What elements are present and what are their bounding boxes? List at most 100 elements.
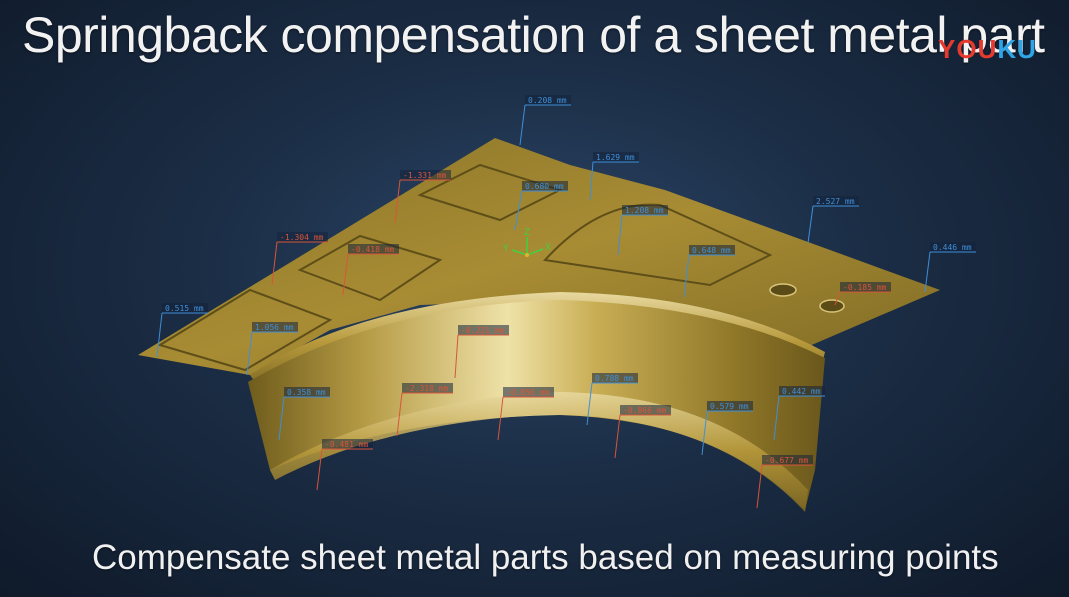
measurement-value-label: 1.056 mm xyxy=(255,323,294,332)
measurement-callout: 2.527 mm xyxy=(807,196,859,244)
callout-label-background xyxy=(813,196,859,206)
measurement-callout: -2.318 mm xyxy=(396,383,453,437)
callout-label-background xyxy=(593,152,639,162)
measurement-value-label: -0.677 mm xyxy=(765,456,809,465)
pocket-outline xyxy=(297,234,443,302)
measurement-value-label: -0.221 mm xyxy=(461,326,505,335)
callout-label-background xyxy=(689,245,735,255)
measurement-value-label: -0.866 mm xyxy=(623,406,667,415)
callout-label-background xyxy=(840,282,891,292)
callout-label-background xyxy=(779,386,825,396)
callout-label-background xyxy=(707,401,753,411)
measurement-callout: -1.331 mm xyxy=(394,170,451,223)
measurement-value-label: 0.446 mm xyxy=(933,243,972,252)
measurement-callout: 0.446 mm xyxy=(924,242,976,293)
callout-label-background xyxy=(322,439,373,449)
top-flange xyxy=(138,138,940,375)
measurement-callout: 0.358 mm xyxy=(278,387,330,441)
callout-label-background xyxy=(522,181,568,191)
measurement-callout: 0.442 mm xyxy=(773,386,825,441)
callout-label-background xyxy=(162,303,208,313)
callout-label-background xyxy=(503,387,554,397)
callout-leader-line xyxy=(454,334,459,379)
measurement-callout: 0.788 mm xyxy=(586,373,638,426)
measurement-callouts: 0.208 mm 1.629 mm -1.331 mm 0.680 mm 1.208 m… xyxy=(156,95,976,509)
watermark-part-a: YOU xyxy=(938,34,998,64)
axis-z-label: Z xyxy=(524,228,530,238)
measurement-callout: -0.481 mm xyxy=(316,439,373,491)
watermark-logo: YOUKU xyxy=(938,34,1037,65)
video-title: Springback compensation of a sheet metal… xyxy=(22,7,1045,63)
callout-leader-line xyxy=(156,312,163,358)
measurement-value-label: -1.331 mm xyxy=(403,171,447,180)
measurement-value-label: 0.579 mm xyxy=(710,402,749,411)
measurement-value-label: 0.680 mm xyxy=(525,182,564,191)
measurement-callout: 0.579 mm xyxy=(701,401,753,456)
measurement-callout: -0.856 mm xyxy=(497,387,554,441)
measurement-value-label: 1.629 mm xyxy=(596,153,635,162)
measurement-callout: -1.304 mm xyxy=(271,232,328,286)
measurement-value-label: -0.481 mm xyxy=(325,440,369,449)
measurement-callout: 1.056 mm xyxy=(246,322,298,376)
callout-leader-line xyxy=(586,382,593,426)
callout-label-background xyxy=(402,383,453,393)
callout-leader-line xyxy=(271,241,278,286)
video-subtitle: Compensate sheet metal parts based on me… xyxy=(92,538,999,577)
pocket-outline xyxy=(542,203,773,287)
mounting-hole xyxy=(769,283,797,297)
callout-label-background xyxy=(525,95,571,105)
callout-leader-line xyxy=(614,414,621,459)
callout-label-background xyxy=(930,242,976,252)
callout-leader-line xyxy=(316,448,323,491)
callout-label-background xyxy=(592,373,638,383)
callout-leader-line xyxy=(773,395,780,441)
callout-label-background xyxy=(252,322,298,332)
callout-leader-line xyxy=(246,331,253,376)
measurement-callout: 0.680 mm xyxy=(514,181,568,231)
measurement-value-label: -1.304 mm xyxy=(280,233,324,242)
callout-leader-line xyxy=(756,464,763,509)
callout-leader-line xyxy=(519,104,526,146)
callout-label-background xyxy=(622,205,668,215)
measurement-callout: -0.221 mm xyxy=(454,325,509,379)
callout-label-background xyxy=(458,325,509,335)
measurement-value-label: 0.648 mm xyxy=(692,246,731,255)
callout-leader-line xyxy=(589,161,594,201)
measurement-value-label: 2.527 mm xyxy=(816,197,855,206)
callout-label-background xyxy=(284,387,330,397)
callout-leader-line xyxy=(683,254,690,298)
measurement-value-label: 0.515 mm xyxy=(165,304,204,313)
callout-leader-line xyxy=(834,291,841,306)
watermark-part-b: KU xyxy=(997,34,1037,64)
measurement-callout: -0.185 mm xyxy=(834,282,891,306)
callout-leader-line xyxy=(701,410,708,456)
coordinate-axes: Z X Y xyxy=(502,228,551,257)
measurement-value-label: 0.358 mm xyxy=(287,388,326,397)
measurement-callout: -0.677 mm xyxy=(756,455,813,509)
measurement-callout: -0.418 mm xyxy=(342,244,399,296)
measurement-value-label: 0.788 mm xyxy=(595,374,634,383)
measurement-callout: -0.866 mm xyxy=(614,405,671,459)
measurement-value-label: -0.185 mm xyxy=(843,283,887,292)
measurement-callout: 1.629 mm xyxy=(589,152,639,201)
axis-y-label: Y xyxy=(502,244,509,254)
measurement-value-label: -0.856 mm xyxy=(506,388,550,397)
measurement-callout: 0.208 mm xyxy=(519,95,571,146)
callout-label-background xyxy=(277,232,328,242)
lower-curved-band xyxy=(270,392,808,512)
pocket-outline xyxy=(157,288,333,372)
callout-leader-line xyxy=(807,205,814,244)
callout-label-background xyxy=(762,455,813,465)
measurement-value-label: -0.418 mm xyxy=(351,245,395,254)
measurement-value-label: 1.208 mm xyxy=(625,206,664,215)
measurement-callout: 1.208 mm xyxy=(617,205,668,256)
measurement-callout: 0.515 mm xyxy=(156,303,208,358)
measurement-value-label: -2.318 mm xyxy=(405,384,449,393)
callout-leader-line xyxy=(497,396,504,441)
measurement-value-label: 0.208 mm xyxy=(528,96,567,105)
callout-leader-line xyxy=(924,251,931,293)
callout-leader-line xyxy=(278,396,285,441)
mounting-hole xyxy=(819,299,845,313)
callout-leader-line xyxy=(514,190,523,231)
